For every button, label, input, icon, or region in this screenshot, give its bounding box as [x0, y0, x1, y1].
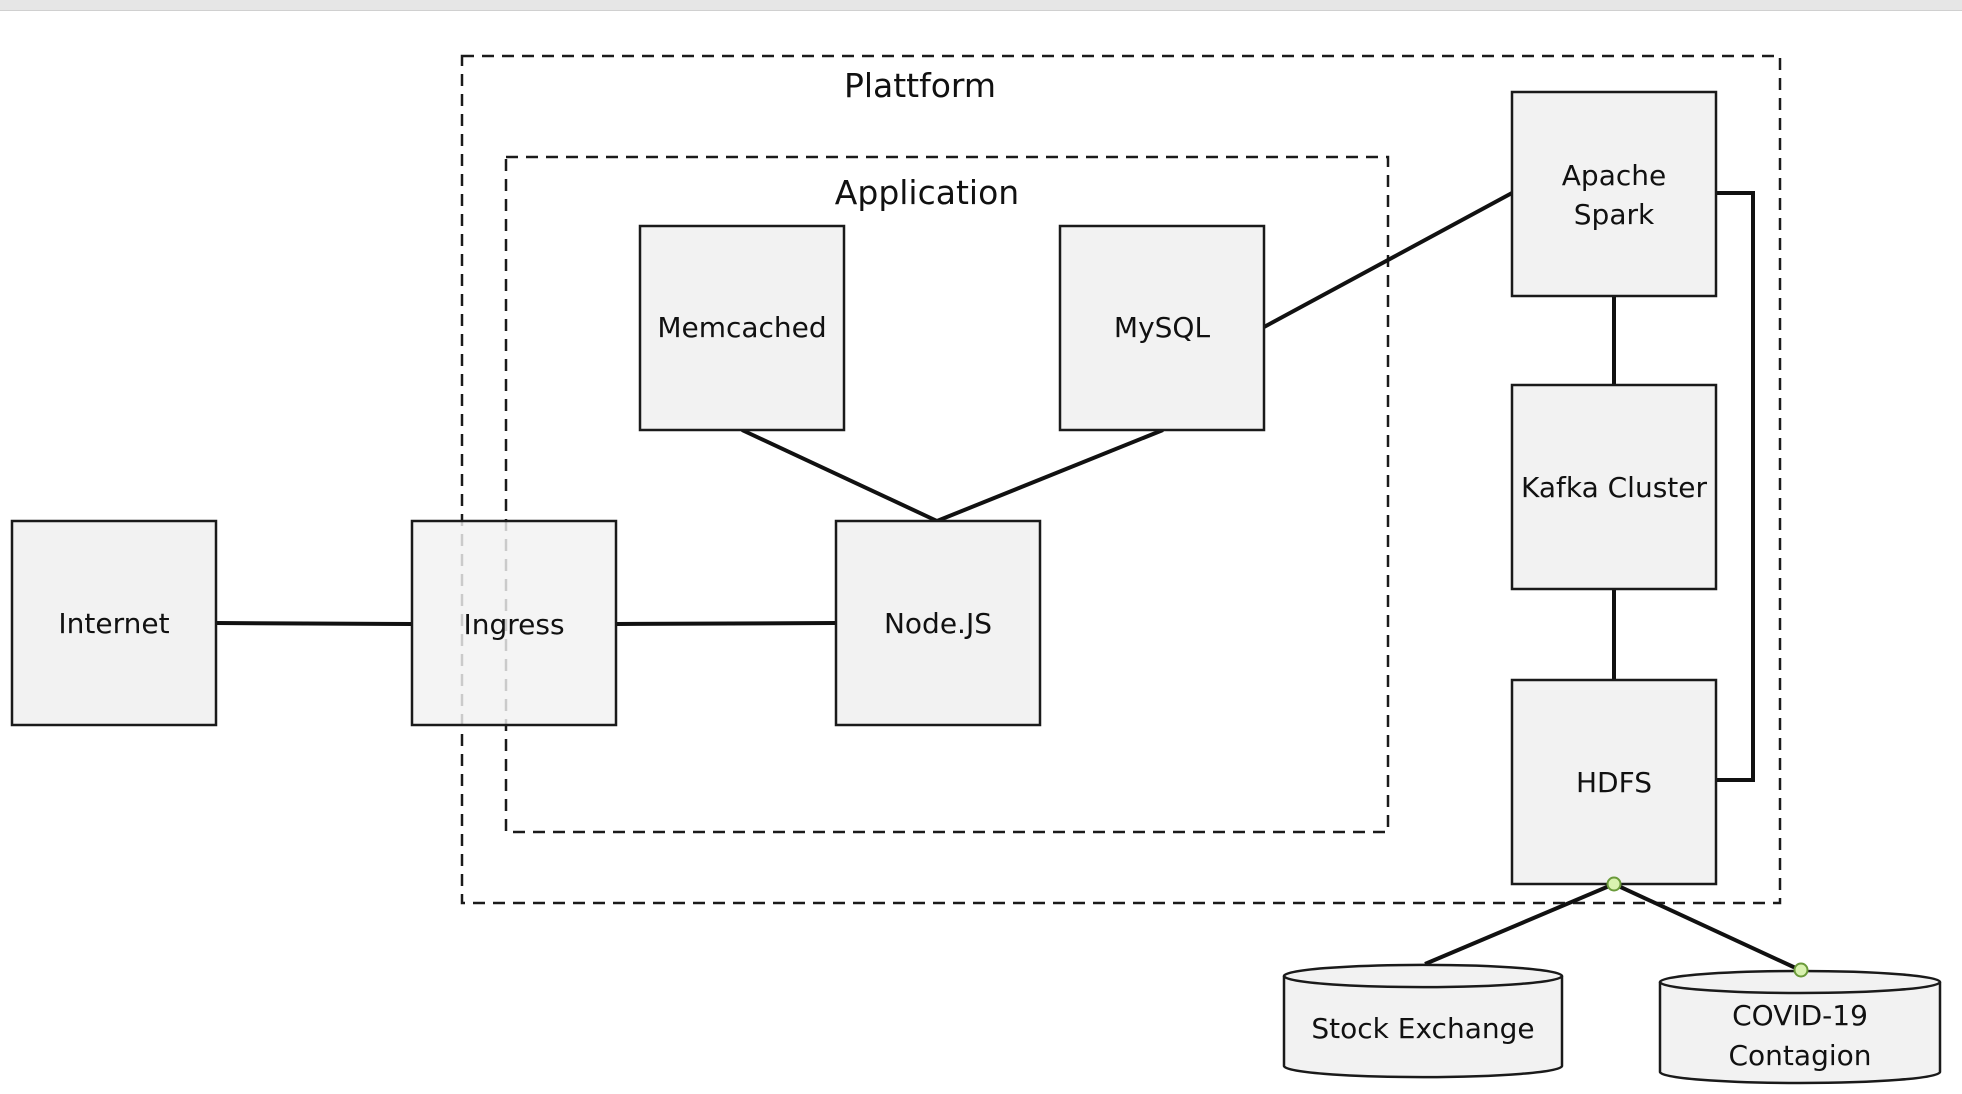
node-ingress-label: Ingress: [463, 608, 564, 641]
edge-memcached-nodejs: [741, 428, 938, 523]
edge-hdfs-covid: [1613, 882, 1801, 972]
node-mysql[interactable]: MySQL: [1058, 224, 1266, 432]
application-group-label: Application: [835, 173, 1019, 212]
node-mysql-label: MySQL: [1114, 311, 1211, 344]
source-covid-contagion[interactable]: COVID-19 Contagion: [1658, 969, 1942, 1085]
source-covid-contagion-label-line1: COVID-19: [1732, 999, 1868, 1032]
node-kafka-cluster-label: Kafka Cluster: [1521, 471, 1708, 504]
node-memcached-label: Memcached: [657, 311, 826, 344]
node-memcached[interactable]: Memcached: [638, 224, 846, 432]
node-kafka-cluster[interactable]: Kafka Cluster: [1510, 383, 1718, 591]
edge-ingress-nodejs: [615, 621, 837, 626]
connection-handle[interactable]: [1793, 962, 1809, 978]
source-stock-exchange-label: Stock Exchange: [1311, 1012, 1534, 1045]
connection-handle[interactable]: [1606, 876, 1622, 892]
node-nodejs[interactable]: Node.JS: [834, 519, 1042, 727]
edge-mysql-nodejs: [936, 428, 1164, 523]
node-apache-spark-label-line1: Apache: [1562, 159, 1666, 192]
node-apache-spark-label-line2: Spark: [1574, 198, 1655, 231]
node-internet[interactable]: Internet: [10, 519, 218, 727]
node-internet-label: Internet: [58, 607, 169, 640]
window-top-bar: [0, 0, 1962, 11]
node-hdfs-label: HDFS: [1576, 766, 1652, 799]
node-nodejs-label: Node.JS: [884, 607, 992, 640]
platform-group-label: Plattform: [844, 66, 996, 105]
node-hdfs[interactable]: HDFS: [1510, 678, 1718, 886]
edge-mysql-spark: [1263, 191, 1513, 329]
application-group: [504, 155, 1390, 834]
edge-spark-hdfs: [1716, 191, 1755, 782]
edge-hdfs-stock: [1424, 882, 1615, 966]
source-stock-exchange[interactable]: Stock Exchange: [1282, 963, 1564, 1079]
edge-internet-ingress: [215, 621, 413, 626]
platform-group: [460, 54, 1782, 905]
node-ingress[interactable]: Ingress: [410, 519, 618, 727]
node-apache-spark[interactable]: Apache Spark: [1510, 90, 1718, 298]
source-covid-contagion-label-line2: Contagion: [1729, 1039, 1872, 1072]
